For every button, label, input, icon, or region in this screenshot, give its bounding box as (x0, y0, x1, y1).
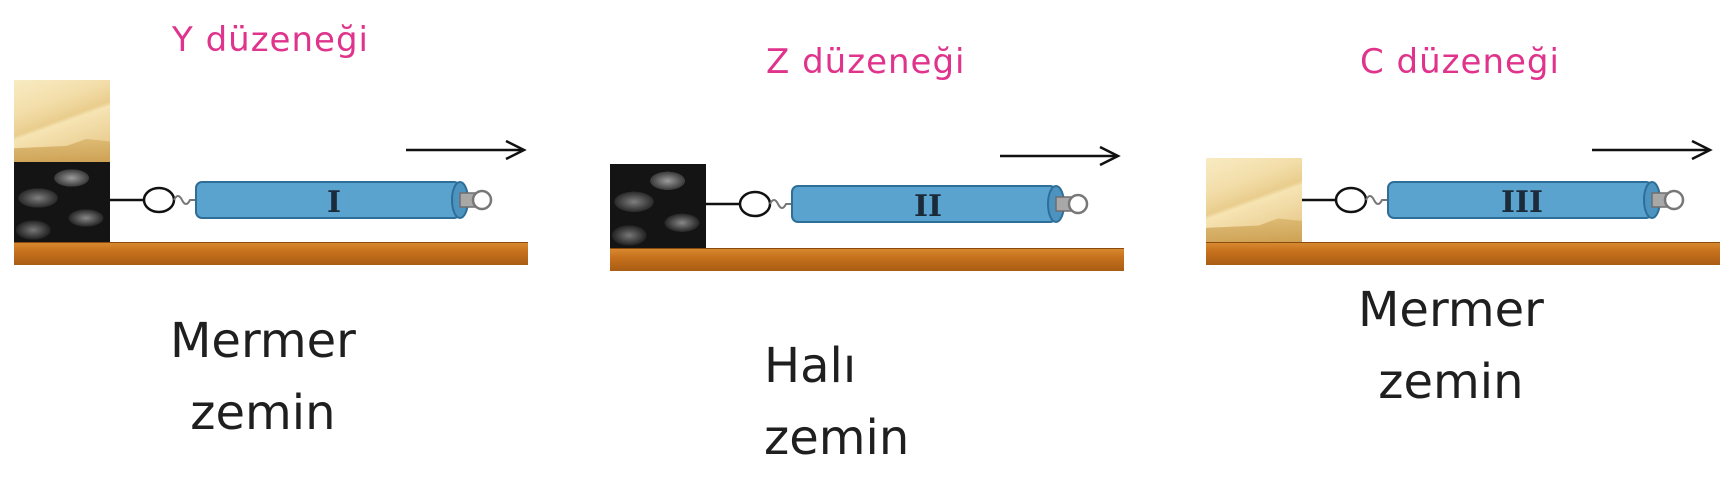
wooden-block (1206, 158, 1302, 242)
surface-label: Mermer zemin (170, 305, 356, 449)
carpet-floor (610, 248, 1124, 271)
dynamometer-label: II (914, 189, 942, 224)
setup-title: C düzeneği (1360, 42, 1560, 82)
marble-floor (14, 242, 528, 265)
surface-label-line1: Mermer (1358, 282, 1544, 338)
surface-label-line2: zemin (764, 410, 910, 466)
setup-title: Y düzeneği (172, 20, 369, 60)
wooden-block (14, 80, 110, 162)
surface-label: Mermer zemin (1358, 274, 1544, 418)
dynamometer: III (1302, 181, 1685, 220)
setup-z: Z düzeneği II Halı zemin (596, 0, 1156, 488)
dynamometer-label: I (327, 185, 341, 220)
setup-c: C düzeneği III Mermer zemin (1192, 0, 1730, 488)
setup-y: Y düzeneği I Mermer zemin (0, 0, 560, 488)
pull-arrow-icon (1000, 145, 1121, 167)
stone-block (14, 162, 110, 242)
surface-label-line1: Mermer (170, 313, 356, 369)
surface-label: Halı zemin (764, 330, 909, 474)
stone-block (610, 164, 706, 248)
dynamometer-label: III (1501, 185, 1543, 220)
surface-label-line2: zemin (190, 385, 336, 441)
marble-floor (1206, 242, 1720, 265)
surface-label-line1: Halı (764, 338, 857, 394)
dynamometer: II (706, 185, 1089, 224)
pull-arrow-icon (406, 139, 527, 161)
dynamometer: I (110, 181, 493, 220)
surface-label-line2: zemin (1378, 354, 1524, 410)
pull-arrow-icon (1592, 139, 1713, 161)
setup-title: Z düzeneği (766, 42, 966, 82)
